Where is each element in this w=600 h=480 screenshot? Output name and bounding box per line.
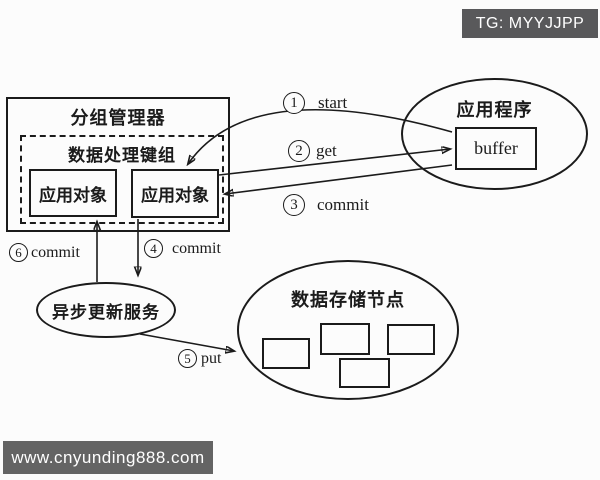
step-text-commit-3: commit [317, 195, 369, 214]
step-label-get: 2 get [288, 140, 337, 162]
site-watermark-badge: www.cnyunding888.com [3, 441, 213, 474]
storage-node-rect [339, 358, 390, 388]
step-label-commit-6: 6 commit [9, 243, 80, 262]
group-manager-title: 分组管理器 [70, 108, 166, 128]
step-number-5: 5 [178, 349, 197, 368]
step-text-get: get [316, 141, 337, 160]
storage-node-rect [320, 323, 370, 355]
arrow-commit-to-object [225, 164, 453, 194]
step-number-2: 2 [288, 140, 310, 162]
data-process-group-title: 数据处理键组 [68, 146, 176, 165]
step-number-6: 6 [9, 243, 28, 262]
step-label-commit-4: 4 commit [144, 239, 221, 258]
step-label-put: 5 put [178, 349, 221, 368]
async-service-ellipse: 异步更新服务 [36, 282, 176, 338]
storage-node-rect [387, 324, 435, 355]
step-text-start: start [318, 93, 348, 112]
step-text-commit-6: commit [31, 243, 80, 261]
step-number-1: 1 [283, 92, 305, 114]
step-label-start: 1 start [283, 92, 347, 114]
tg-watermark-badge: TG: MYYJJPP [462, 9, 598, 38]
buffer-box: buffer [455, 127, 537, 170]
data-process-group-box: 数据处理键组 [20, 135, 224, 224]
step-number-4: 4 [144, 239, 163, 258]
app-object-box-left: 应用对象 [29, 169, 117, 217]
storage-title: 数据存储节点 [291, 290, 405, 310]
application-title: 应用程序 [456, 100, 533, 120]
step-label-commit-3: 3 commit [283, 194, 369, 216]
storage-node-rect [262, 338, 310, 369]
step-number-3: 3 [283, 194, 305, 216]
step-text-put: put [201, 349, 222, 367]
app-object-box-right: 应用对象 [131, 169, 219, 218]
step-text-commit-4: commit [172, 239, 221, 257]
async-service-title: 异步更新服务 [52, 302, 160, 322]
storage-ellipse: 数据存储节点 [237, 260, 459, 400]
